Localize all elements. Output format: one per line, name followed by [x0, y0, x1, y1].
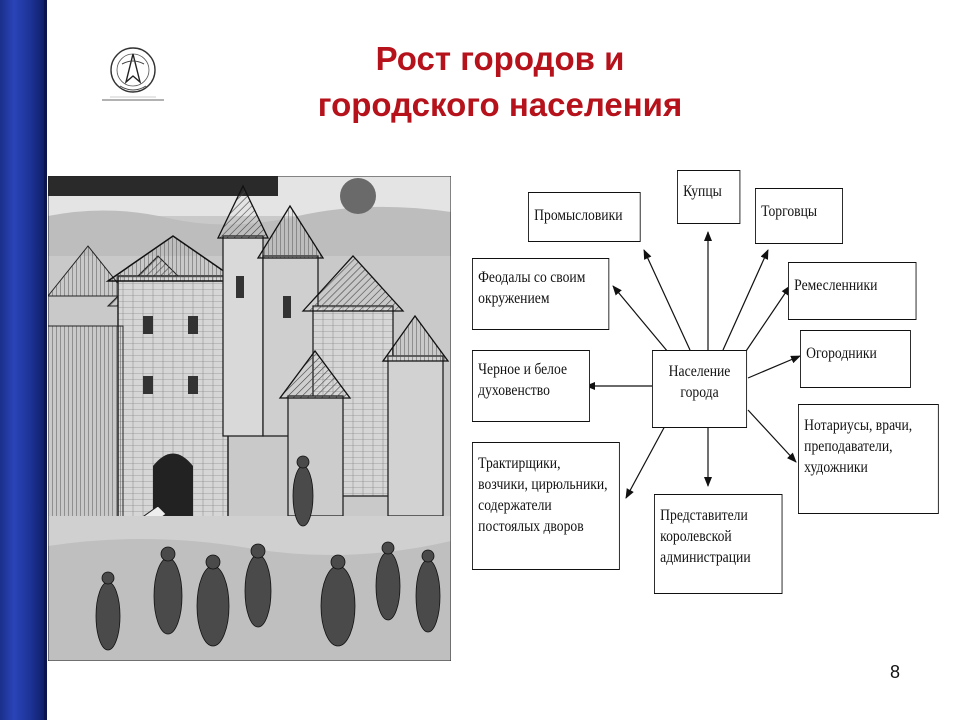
node-officials-label: Представители королевской администрации [660, 507, 751, 566]
node-merchants: Купцы [677, 170, 741, 224]
sidebar-edge [44, 0, 47, 720]
node-clergy: Черное и белое духовенство [472, 350, 590, 422]
node-gardeners: Огородники [800, 330, 911, 388]
medieval-town-engraving [48, 176, 451, 661]
arrow-to-feudals [612, 285, 674, 359]
page-number: 8 [889, 662, 900, 682]
node-innkeepers: Трактирщики, возчики, цирюльники, содерж… [472, 442, 620, 570]
node-traders-label: Торговцы [761, 203, 818, 220]
title-line-1: Рост городов и [375, 40, 625, 77]
node-traders: Торговцы [755, 188, 843, 244]
diagram-arrows [585, 231, 801, 499]
node-craftsmen-trade: Промысловики [528, 192, 641, 242]
node-innkeepers-label: Трактирщики, возчики, цирюльники, содерж… [478, 455, 608, 535]
node-center-population: Население города [652, 350, 748, 428]
node-professionals: Нотариусы, врачи, преподаватели, художни… [798, 404, 939, 514]
slide-title: Рост городов и городского населения [240, 36, 760, 128]
node-artisans-label: Ремесленники [794, 277, 878, 294]
arrow-to-craftsmen-trade [643, 249, 691, 351]
node-officials: Представители королевской администрации [654, 494, 783, 594]
arrow-to-innkeepers [625, 423, 667, 499]
node-center-label: Население города [668, 363, 731, 401]
arrow-to-professionals [747, 409, 797, 463]
node-merchants-label: Купцы [683, 183, 722, 200]
arrow-to-traders [722, 249, 769, 351]
node-gardeners-label: Огородники [806, 345, 877, 362]
node-clergy-label: Черное и белое духовенство [478, 361, 568, 399]
node-professionals-label: Нотариусы, врачи, преподаватели, художни… [804, 417, 913, 476]
arrow-to-artisans [739, 285, 791, 361]
emblem-icon [102, 47, 164, 101]
node-craftsmen-trade-label: Промысловики [534, 207, 623, 224]
title-line-2: городского населения [317, 86, 683, 123]
node-feudals-label: Феодалы со своим окружением [478, 269, 586, 307]
sidebar-stripe [0, 0, 44, 720]
population-diagram: Население города Купцы Промысловики Торг… [468, 168, 940, 598]
arrow-to-gardeners [747, 355, 801, 379]
node-feudals: Феодалы со своим окружением [472, 258, 610, 330]
node-artisans: Ремесленники [788, 262, 917, 320]
